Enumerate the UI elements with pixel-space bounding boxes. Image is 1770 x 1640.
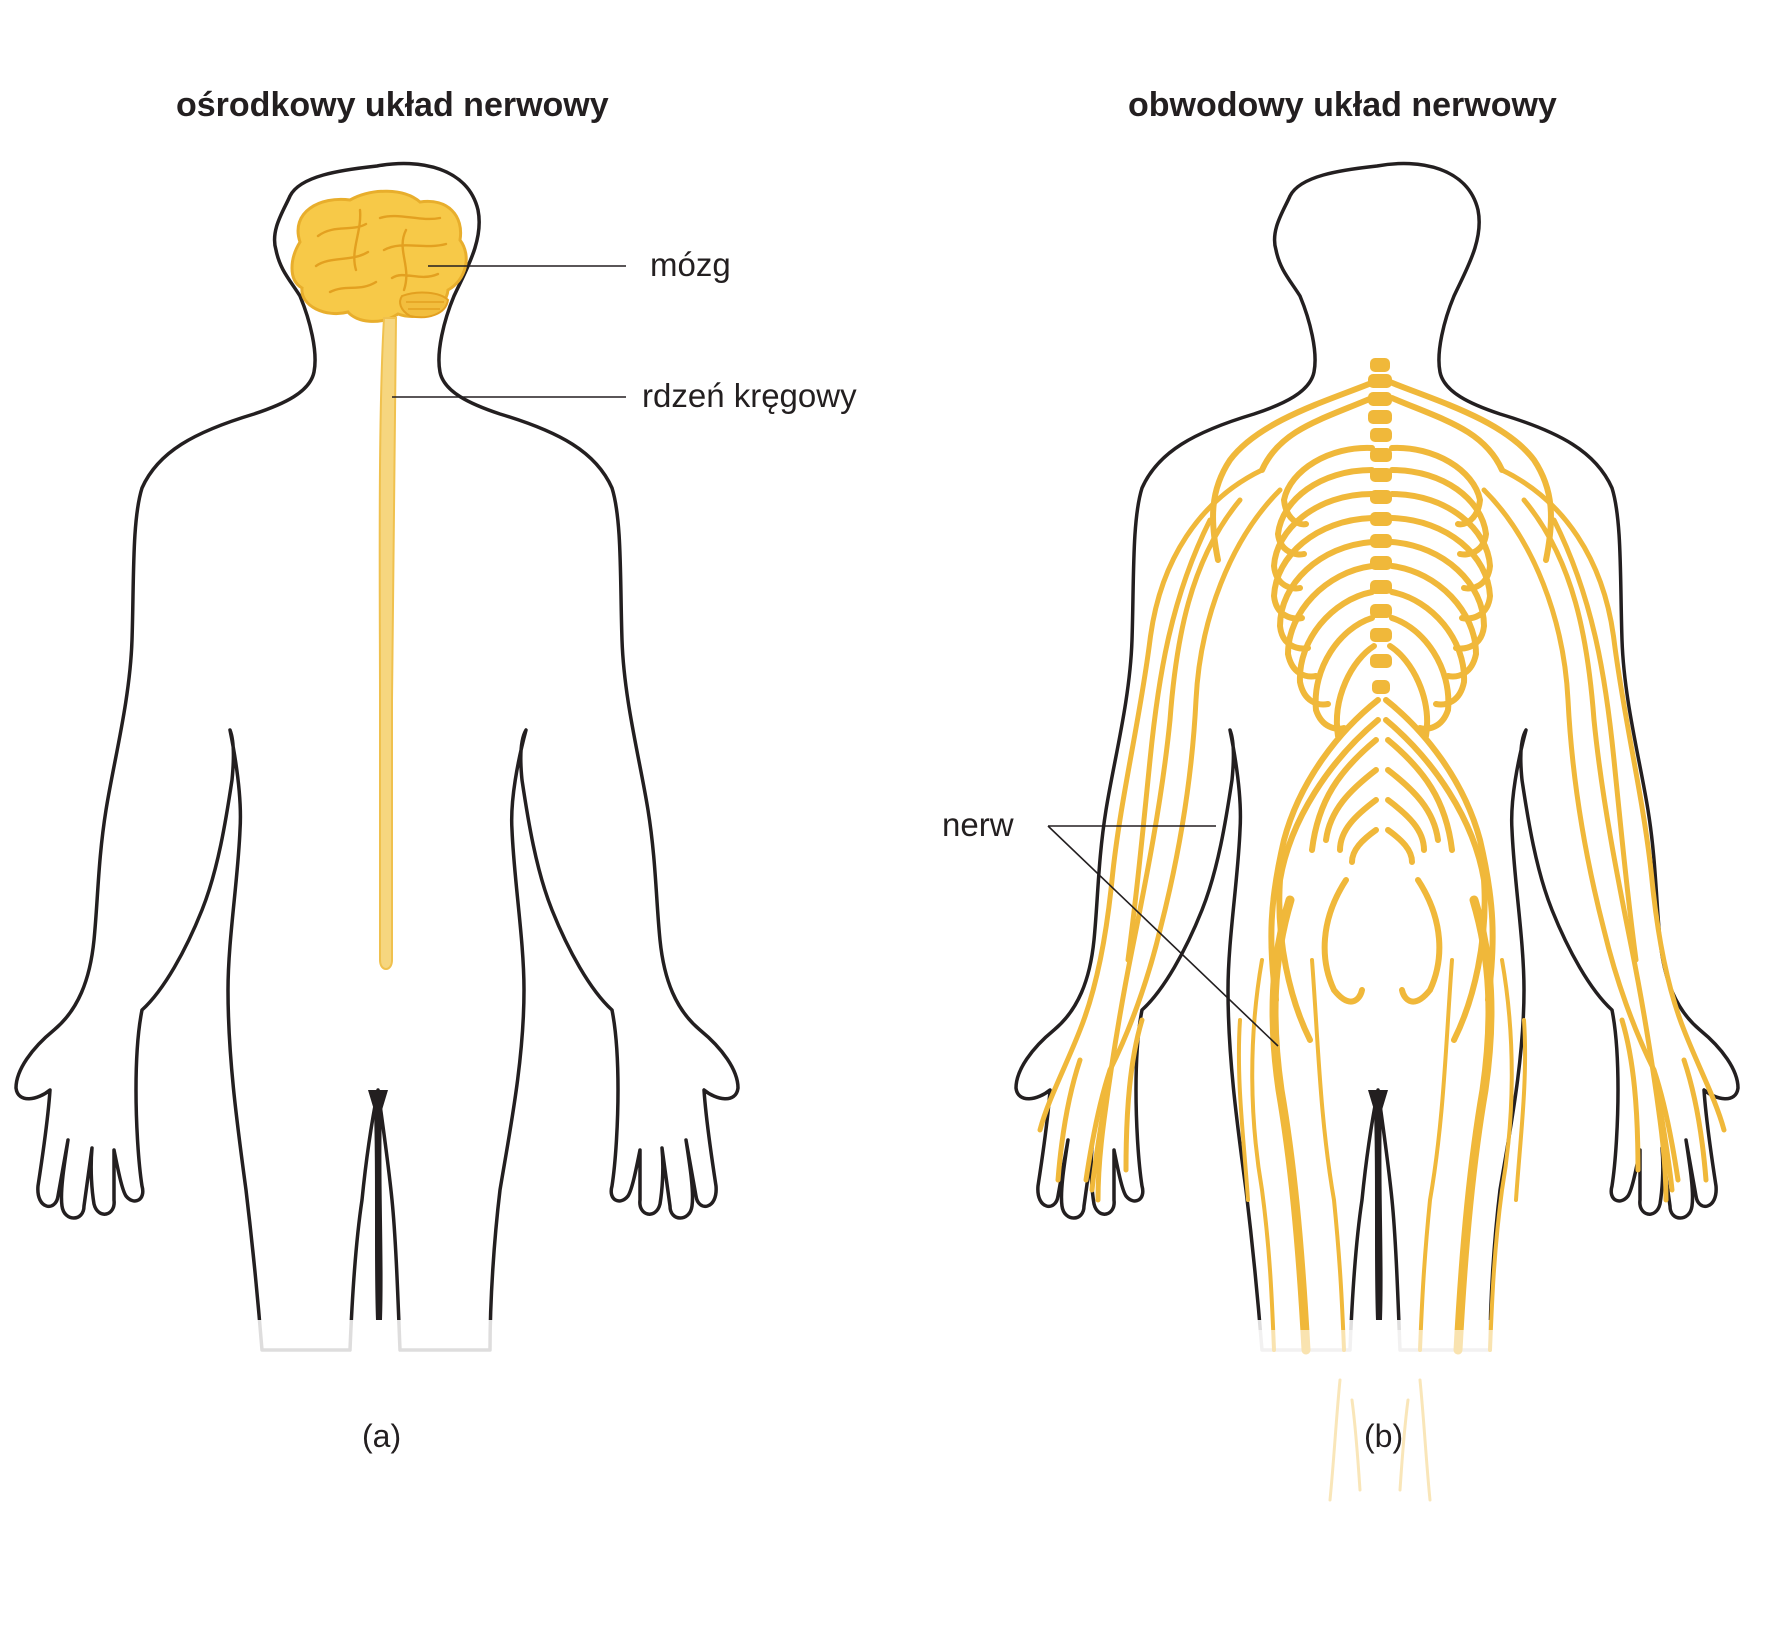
panel-a-caption: (a): [362, 1418, 402, 1454]
spinal-cord-label: rdzeń kręgowy: [642, 377, 857, 414]
brain-label: mózg: [650, 246, 731, 283]
nerve-leader-lines: [1047, 825, 1279, 1047]
nerve-label: nerw: [942, 806, 1014, 843]
panel-a-title: ośrodkowy układ nerwowy: [176, 86, 609, 124]
body-outline-b: [1014, 161, 1740, 1360]
body-outline-a: [14, 161, 740, 1360]
spine-column: [1368, 358, 1392, 694]
spinal-cord: [378, 317, 398, 970]
panel-b-caption: (b): [1364, 1418, 1404, 1454]
brain-illustration: [290, 189, 468, 323]
panel-b-title: obwodowy układ nerwowy: [1128, 86, 1557, 124]
peripheral-nerves: [1037, 358, 1727, 1502]
